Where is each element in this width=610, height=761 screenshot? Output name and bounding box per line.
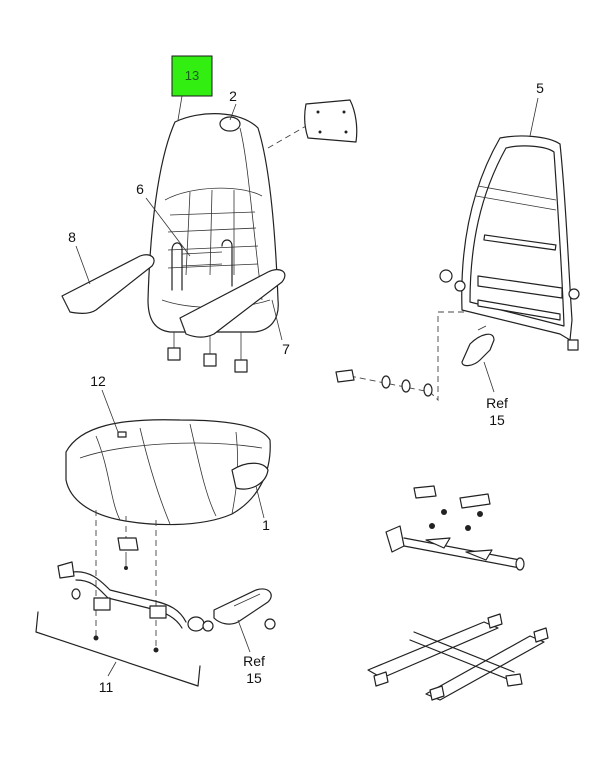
callout-11[interactable]: 11 — [99, 679, 114, 695]
cushion-mounting-hardware — [57, 510, 214, 653]
right-armrest — [179, 269, 286, 338]
seat-cushion — [65, 419, 271, 526]
seat-rails — [367, 613, 549, 701]
leader-7 — [271, 299, 283, 341]
callout-12[interactable]: 12 — [90, 373, 106, 389]
leader-plate — [267, 125, 307, 149]
callout-ref-lower-number[interactable]: 15 — [246, 670, 262, 686]
seat-back-frame — [439, 135, 580, 351]
seat-back-cushion — [147, 113, 279, 373]
track-bracket-assembly — [385, 485, 525, 571]
callout-7[interactable]: 7 — [282, 341, 290, 357]
leader-1 — [255, 485, 265, 519]
pivot-bracket-lower — [213, 588, 276, 630]
callout-ref-upper[interactable]: Ref — [486, 395, 508, 411]
leader-11 — [107, 661, 117, 677]
pivot-bracket-upper — [461, 325, 495, 367]
leader-5 — [529, 97, 539, 137]
callout-11-bracket — [35, 611, 201, 687]
leader-2 — [229, 103, 237, 121]
lumbar-support-frame — [171, 239, 233, 291]
callout-5[interactable]: 5 — [536, 80, 544, 96]
leader-6 — [145, 197, 191, 257]
callout-13-box[interactable] — [171, 55, 213, 97]
leader-12 — [101, 389, 119, 433]
leader-8 — [75, 245, 91, 285]
leader-ref-lower — [237, 619, 251, 653]
left-armrest — [61, 254, 155, 314]
callout-2[interactable]: 2 — [229, 88, 237, 104]
leader-13 — [177, 95, 183, 121]
callout-13-label: 13 — [185, 68, 199, 83]
callout-13-highlight[interactable]: 13 — [171, 55, 213, 97]
callout-8[interactable]: 8 — [68, 229, 76, 245]
callout-ref-upper-number[interactable]: 15 — [489, 412, 505, 428]
leader-ref-upper — [483, 361, 495, 393]
headrest-plate — [304, 99, 358, 143]
callout-ref-lower[interactable]: Ref — [243, 653, 265, 669]
bolt-washer-set — [335, 311, 464, 402]
callout-6[interactable]: 6 — [136, 181, 144, 197]
callout-1[interactable]: 1 — [262, 517, 270, 533]
